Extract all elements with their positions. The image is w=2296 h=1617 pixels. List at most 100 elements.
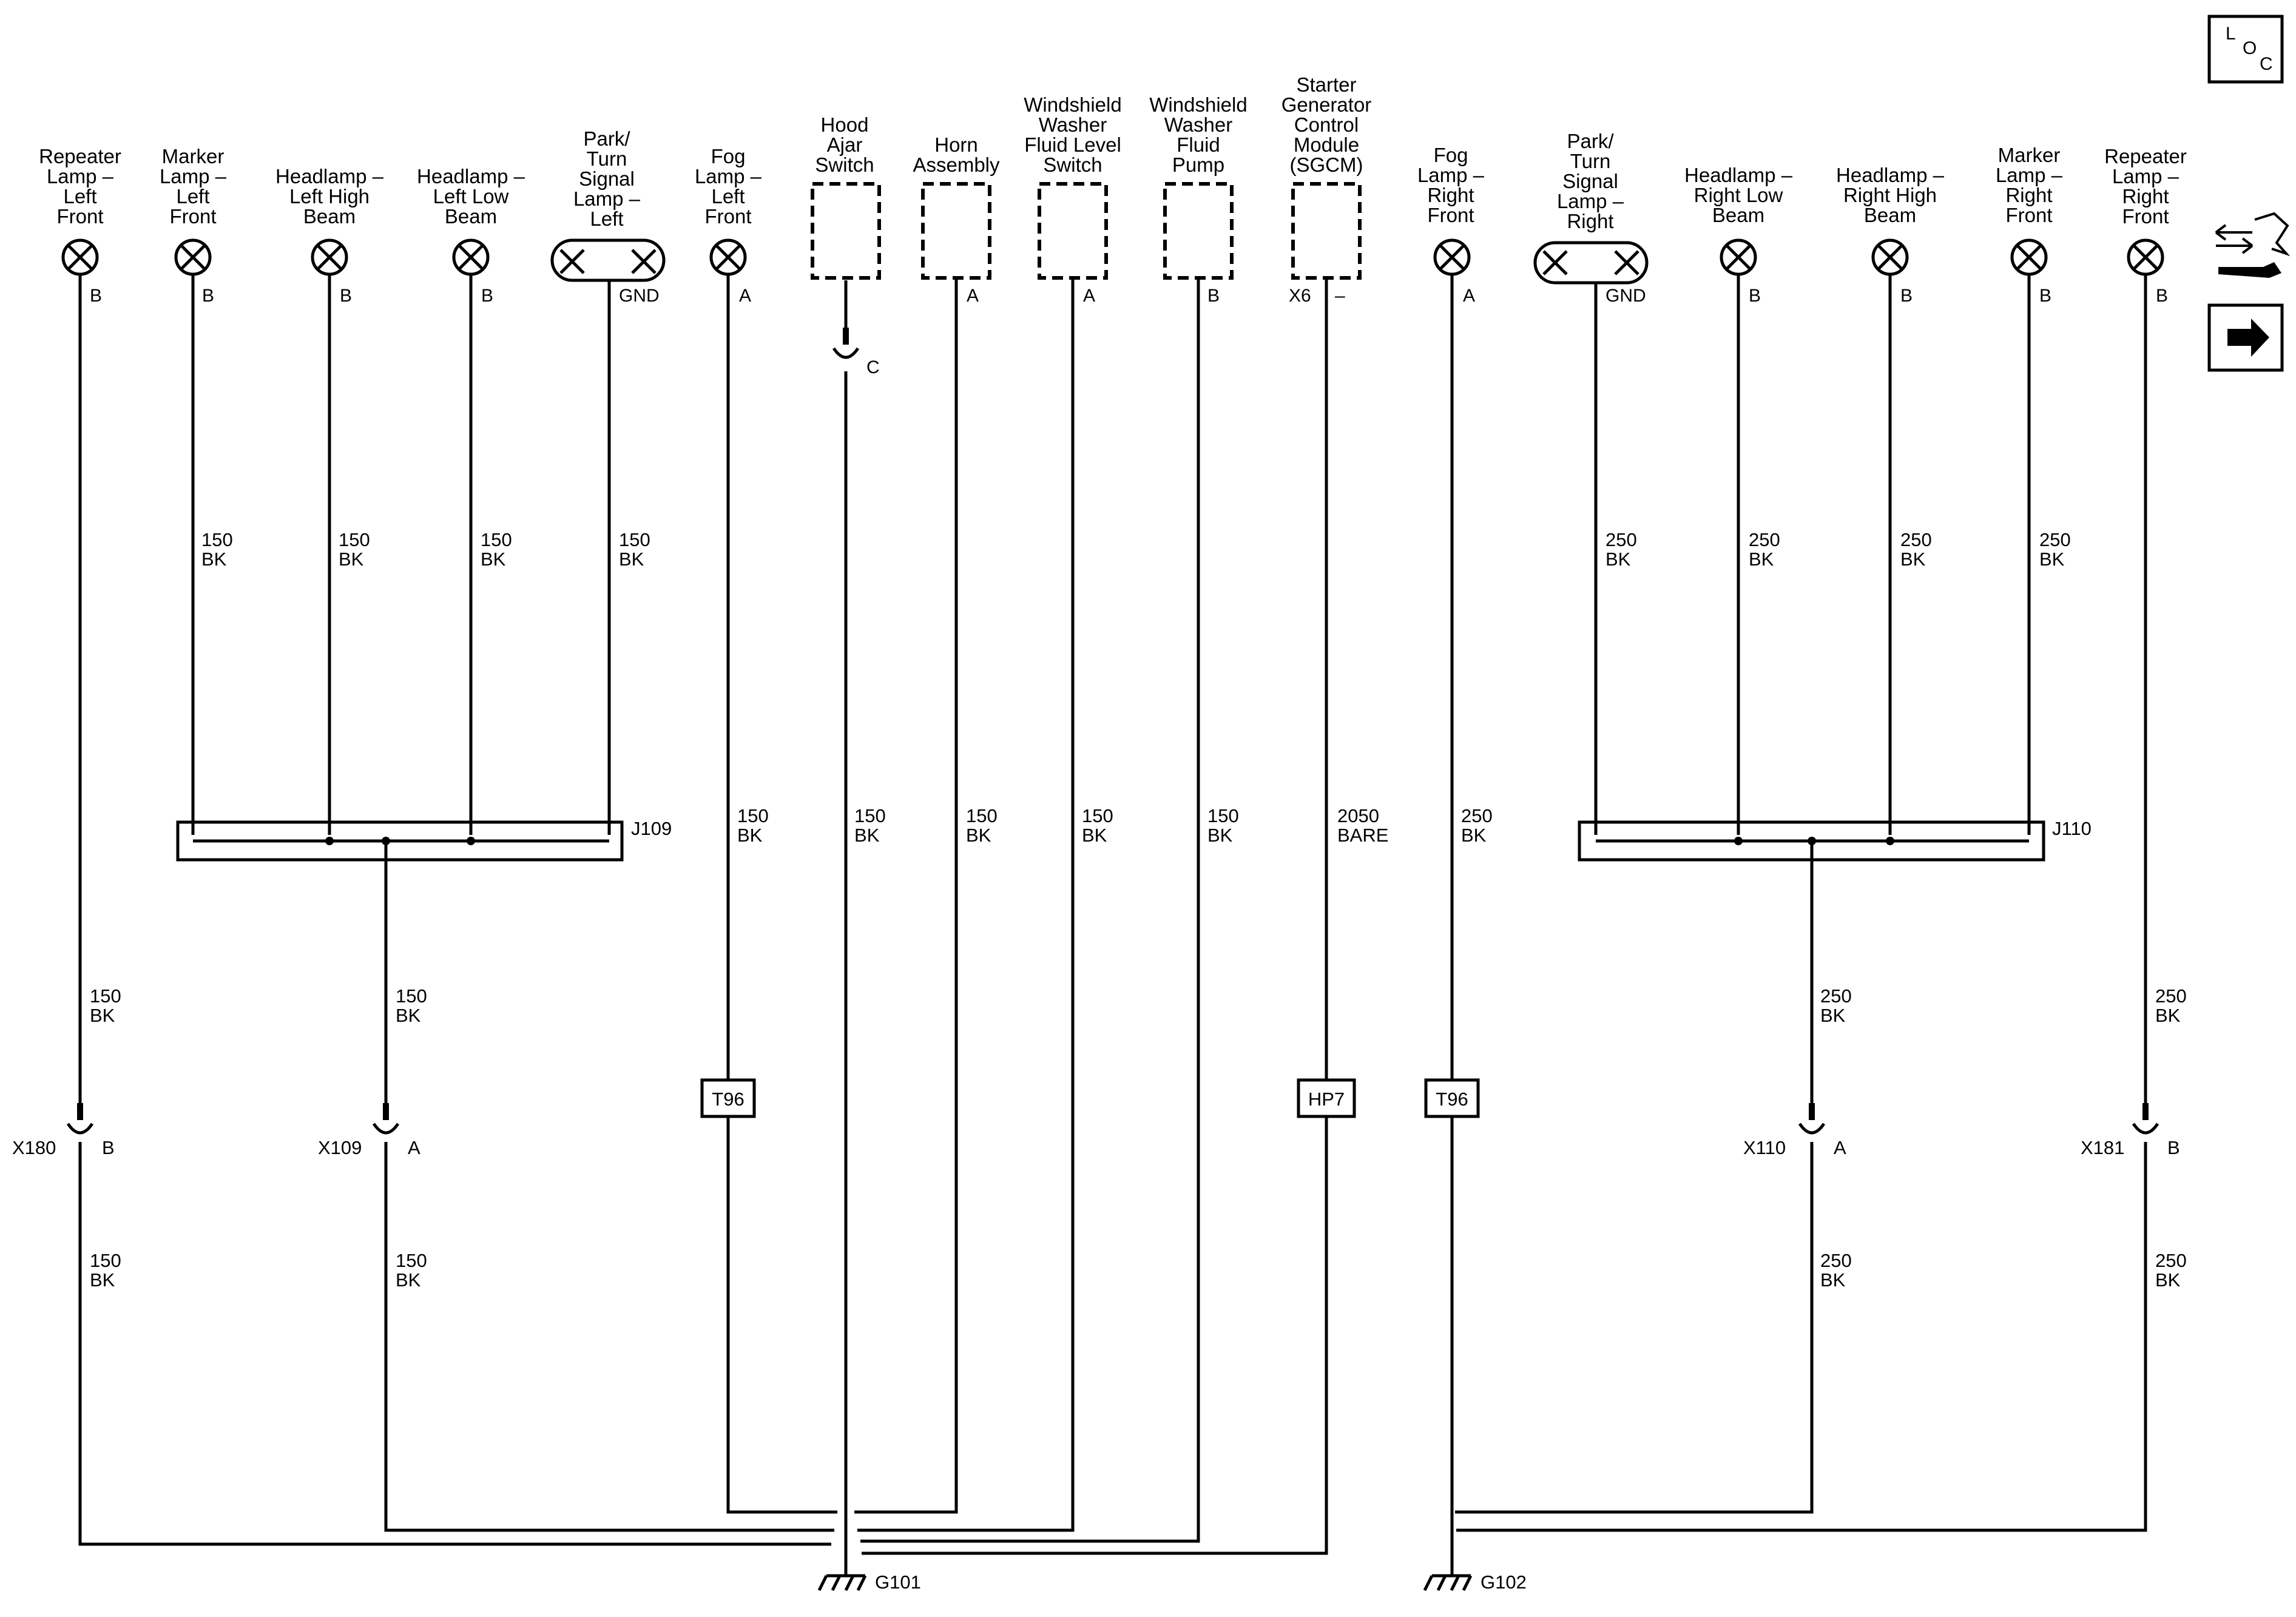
wire-gauge-label: 2050	[1337, 805, 1379, 826]
headlamp-left-high-beam-pin-label: B	[340, 286, 352, 306]
wire-color-label: BK	[339, 549, 364, 570]
headlamp-right-low-symbol	[1720, 238, 1757, 276]
inline-tag-label: HP7	[1308, 1089, 1345, 1110]
windshield-washer-fluid-level-switch-pin-label: A	[1083, 286, 1095, 306]
hood-ajar-switch-label-line: Ajar	[827, 133, 863, 156]
marker-lamp-left-symbol	[174, 238, 212, 276]
horn-assembly-label-line: Assembly	[913, 154, 1000, 176]
wire-color-label: BK	[619, 549, 644, 570]
loc-icon[interactable]: L O C	[2207, 15, 2284, 84]
marker-lamp-right-front-label-line: Marker	[1998, 144, 2061, 166]
wire-color-label: BK	[396, 1005, 421, 1026]
horn-assembly-pin-label: A	[967, 286, 979, 306]
starter-generator-control-module-label-line: Starter	[1296, 73, 1356, 96]
marker-lamp-left-front-label-line: Front	[169, 205, 216, 228]
hood-ajar-switch-label-line: Hood	[821, 113, 869, 136]
windshield-washer-fluid-level-switch-label-line: Windshield	[1024, 93, 1121, 116]
loc-letter: L	[2226, 24, 2236, 44]
connector-x109-label: X109	[318, 1137, 362, 1158]
wire-gauge-label: 150	[396, 985, 427, 1007]
park-turn-signal-lamp-right-label-line: Right	[1567, 210, 1613, 232]
ground-g102-label: G102	[1481, 1571, 1527, 1593]
marker-lamp-right-symbol	[2010, 238, 2048, 276]
connector-x110-symbol	[1798, 1103, 1826, 1135]
headlamp-right-high-beam-label-line: Right High	[1843, 184, 1937, 206]
park-turn-signal-lamp-left-label-line: Turn	[587, 147, 627, 170]
connector-x180-symbol	[66, 1103, 94, 1135]
park-turn-signal-lamp-right-label-line: Turn	[1570, 150, 1611, 172]
sgcm-box	[1291, 182, 1362, 280]
headlamp-left-high-beam-label-line: Left High	[289, 185, 370, 208]
wire-color-label: BK	[2155, 1269, 2181, 1291]
wire-gauge-label: 250	[1749, 529, 1780, 550]
wire-gauge-label: 250	[1461, 805, 1493, 826]
inline-tag-label: T96	[712, 1089, 744, 1110]
headlamp-left-high-symbol	[311, 238, 348, 276]
headlamp-right-high-beam-label-line: Beam	[1864, 204, 1916, 226]
headlamp-left-low-beam-label-line: Beam	[445, 205, 497, 228]
headlamp-left-low-beam-label-line: Headlamp –	[417, 165, 525, 187]
hood-ajar-switch-label-line: Switch	[815, 154, 874, 176]
fog-lamp-left-front-label-line: Fog	[711, 145, 746, 167]
wire-color-label: BK	[1606, 549, 1631, 570]
wire-gauge-label: 150	[339, 529, 370, 550]
loc-letter: O	[2243, 38, 2257, 58]
wire-color-label: BARE	[1337, 825, 1388, 846]
repeater-lamp-left-symbol	[61, 238, 99, 276]
windshield-washer-fluid-level-switch-label-line: Washer	[1039, 113, 1107, 136]
connector-x109-symbol	[372, 1103, 400, 1135]
wire-color-label: BK	[201, 549, 227, 570]
wire-gauge-label: 250	[2039, 529, 2071, 550]
wire-color-label: BK	[1749, 549, 1774, 570]
park-turn-signal-lamp-left-label-line: Lamp –	[573, 187, 641, 210]
repeater-lamp-left-front-pin-label: B	[90, 286, 102, 306]
park-turn-signal-lamp-left-label-line: Signal	[579, 167, 635, 190]
repeater-lamp-right-front-label-line: Right	[2122, 185, 2169, 208]
repeater-lamp-left-front-label-line: Left	[63, 185, 96, 208]
wire-color-label: BK	[1820, 1005, 1846, 1026]
windshield-washer-fluid-pump-label-line: Washer	[1164, 113, 1232, 136]
fog-lamp-left-front-label-line: Left	[711, 185, 745, 208]
wire-color-label: BK	[1082, 825, 1107, 846]
headlamp-right-low-beam-label-line: Right Low	[1694, 184, 1783, 206]
headlamp-left-low-beam-pin-label: B	[481, 286, 493, 306]
windshield-washer-fluid-pump-label-line: Windshield	[1149, 93, 1247, 116]
repeater-lamp-right-symbol	[2127, 238, 2164, 276]
headlamp-right-high-beam-label-line: Headlamp –	[1836, 164, 1945, 186]
starter-generator-control-module-label-line: Module	[1294, 133, 1359, 156]
marker-lamp-left-front-label-line: Left	[176, 185, 209, 208]
fog-lamp-left-front-label-line: Front	[704, 205, 751, 228]
marker-lamp-right-front-pin-label: B	[2039, 286, 2051, 306]
fog-lamp-right-front-label-line: Lamp –	[1417, 164, 1485, 186]
hood-ajar-switch-pin-label: C	[866, 357, 880, 377]
wire-gauge-label: 150	[1207, 805, 1239, 826]
repeater-lamp-right-front-label-line: Lamp –	[2112, 165, 2180, 187]
wire-gauge-label: 150	[90, 1250, 121, 1271]
schematic-reference-icon[interactable]	[2215, 212, 2291, 278]
next-page-arrow-icon[interactable]	[2207, 303, 2284, 372]
windshield-washer-fluid-level-switch-label-line: Fluid Level	[1024, 133, 1121, 156]
wire-color-label: BK	[2039, 549, 2065, 570]
inline-tag-t96-right	[1424, 1078, 1480, 1118]
park-turn-lamp-left-symbol	[550, 238, 666, 282]
headlamp-right-high-symbol	[1871, 238, 1909, 276]
wire-gauge-label: 250	[2155, 1250, 2187, 1271]
washer-level-switch-box	[1038, 182, 1108, 280]
headlamp-right-low-beam-label-line: Beam	[1712, 204, 1764, 226]
headlamp-left-high-beam-label-line: Headlamp –	[275, 165, 384, 187]
ground-g101-symbol	[817, 1550, 867, 1592]
splice-pack-j110	[1578, 820, 2045, 862]
fog-lamp-right-symbol	[1433, 238, 1471, 276]
fog-lamp-right-front-label-line: Right	[1427, 184, 1474, 206]
headlamp-left-high-beam-label-line: Beam	[303, 205, 356, 228]
wire-color-label: BK	[966, 825, 991, 846]
connector-x109-pin: A	[408, 1137, 420, 1158]
wire-color-label: BK	[1207, 825, 1233, 846]
splice-j109-label: J109	[631, 818, 672, 839]
horn-assembly-box	[921, 182, 991, 280]
fog-lamp-left-symbol	[709, 238, 747, 276]
wire-gauge-label: 150	[90, 985, 121, 1007]
splice-j110-label: J110	[2052, 818, 2092, 839]
park-turn-signal-lamp-left-pin-label: GND	[619, 286, 660, 306]
